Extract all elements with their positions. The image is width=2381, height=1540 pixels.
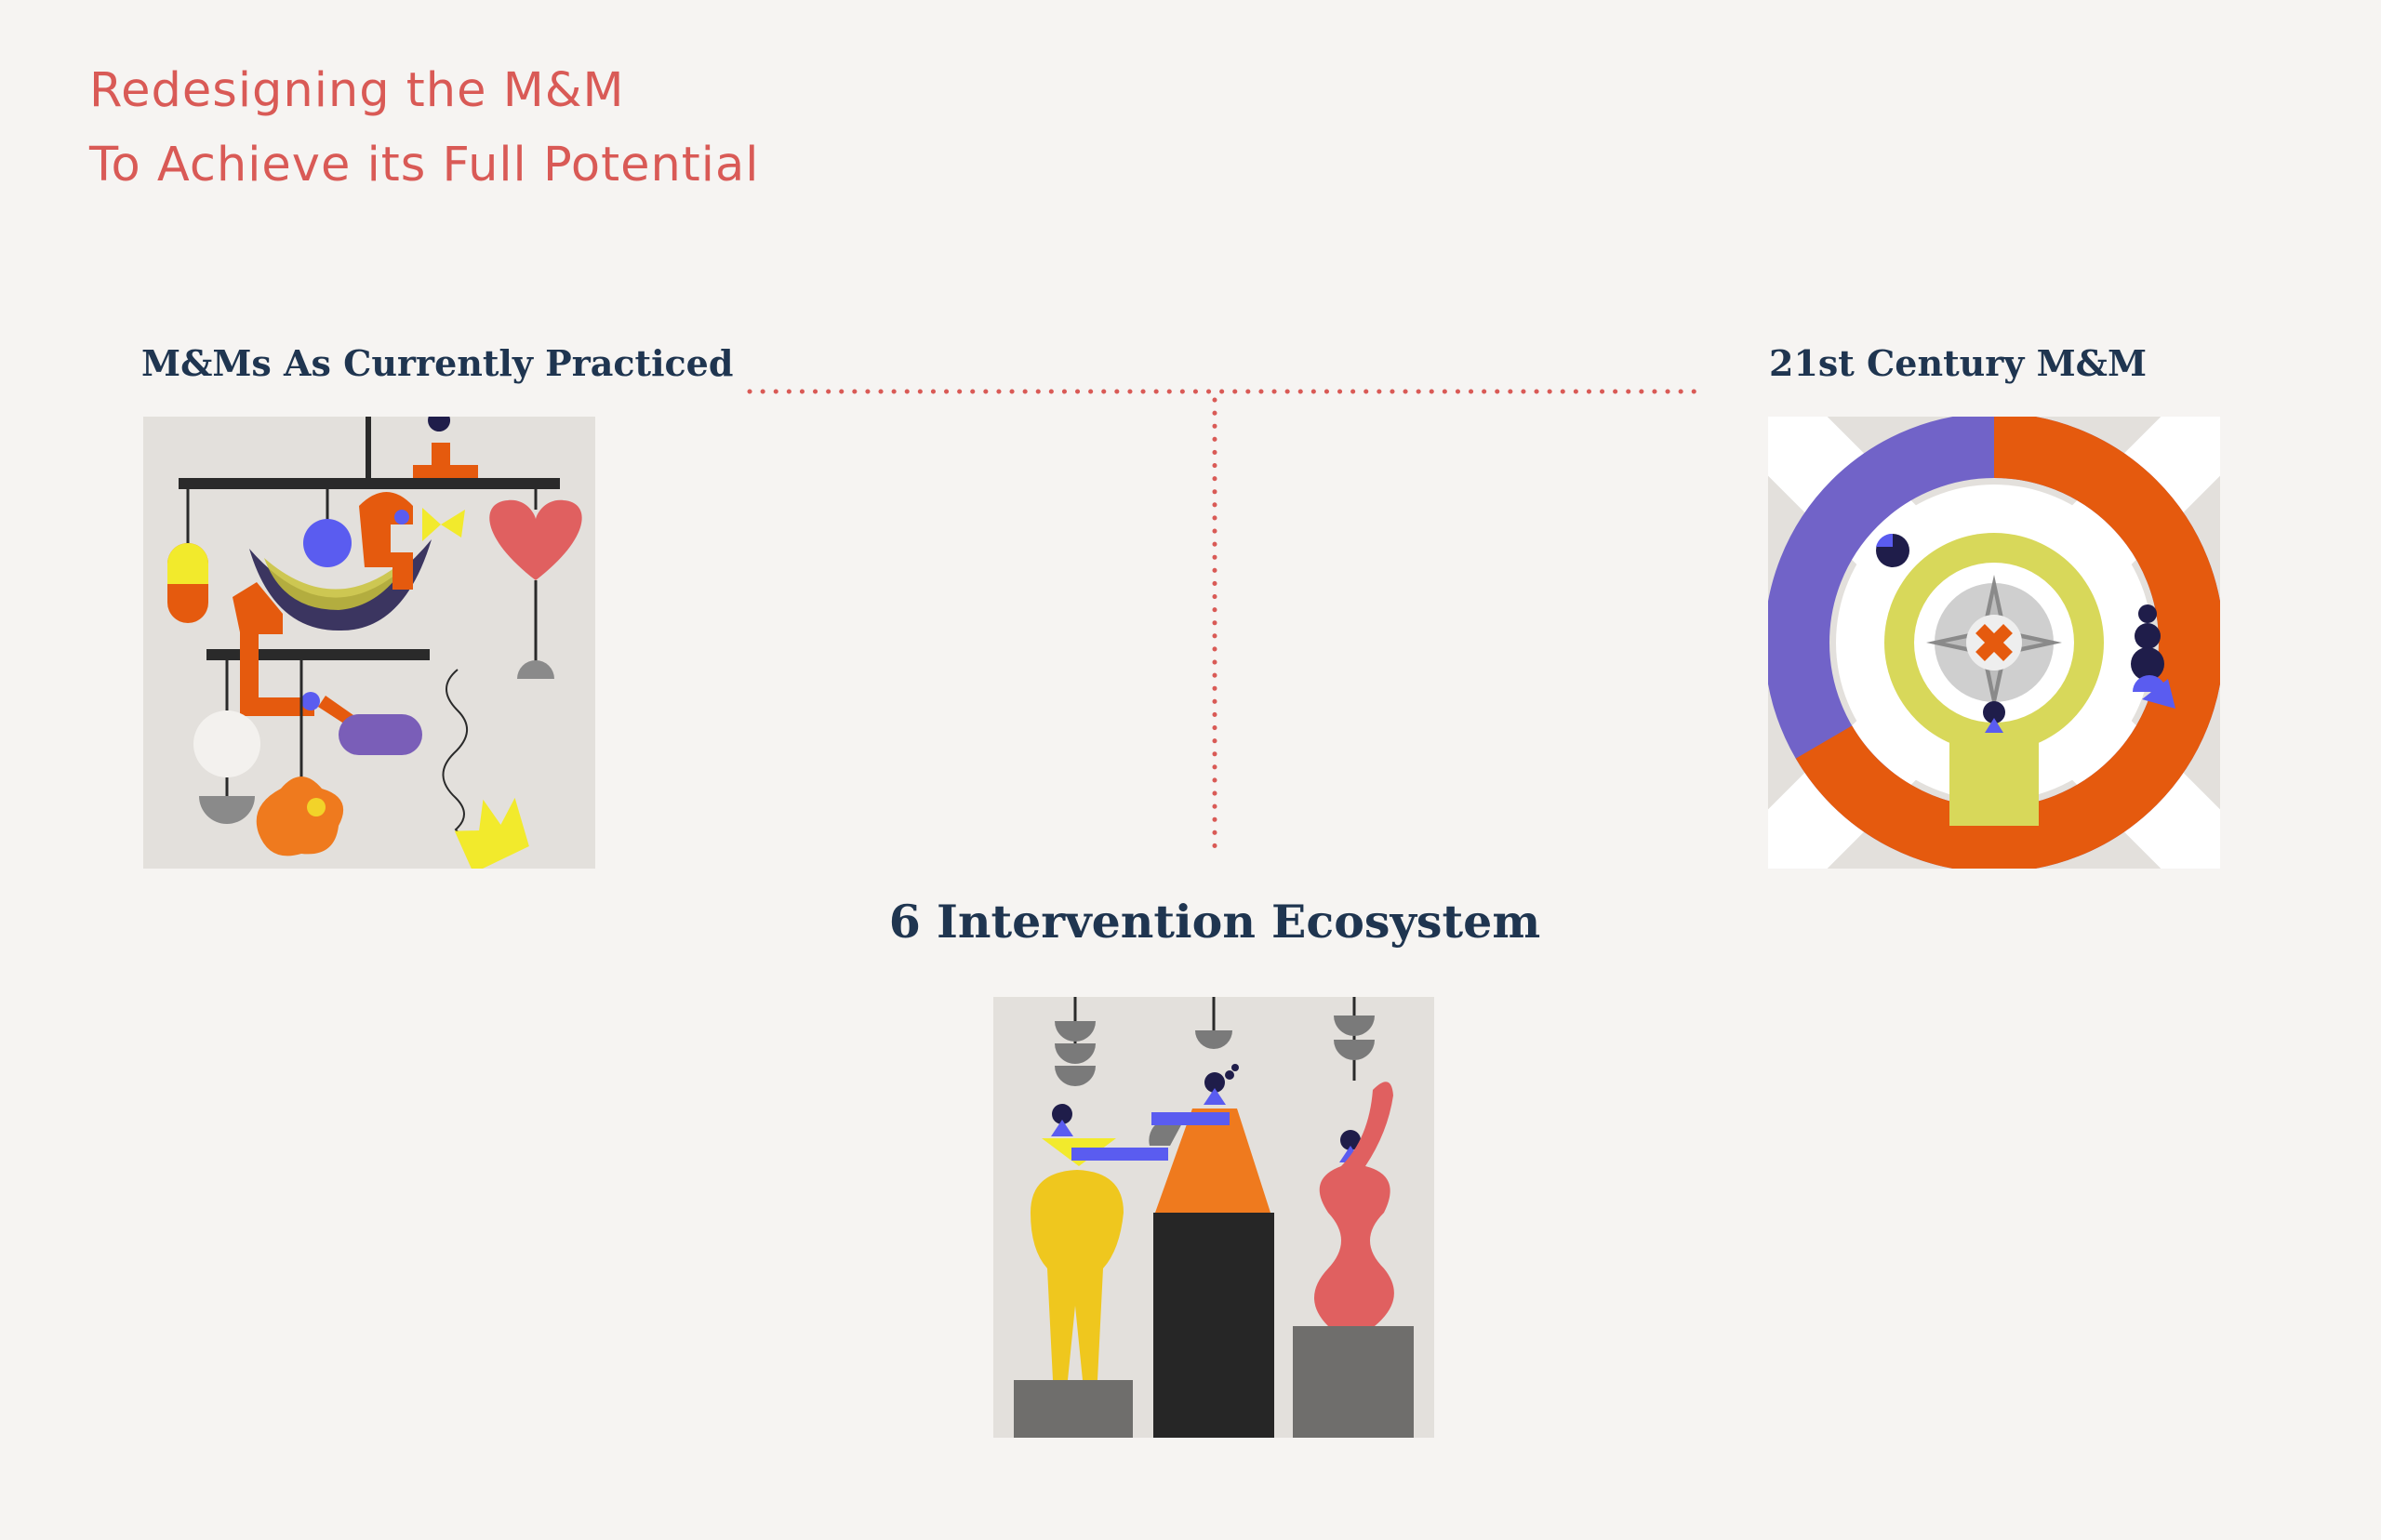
node-label-ecosystem: 6 Intervention Ecosystem (888, 895, 1541, 949)
compass-ring-art-icon (1768, 417, 2220, 869)
page-title-line-2: To Achieve its Full Potential (89, 138, 760, 192)
node-label-future: 21st Century M&M (1769, 342, 2148, 384)
page-title: Redesigning the M&M To Achieve its Full … (89, 54, 759, 203)
mobile-art-icon (143, 417, 595, 869)
page-title-line-1: Redesigning the M&M (89, 63, 625, 118)
node-label-current: M&Ms As Currently Practiced (141, 342, 734, 384)
statues-art-icon (993, 997, 1434, 1438)
